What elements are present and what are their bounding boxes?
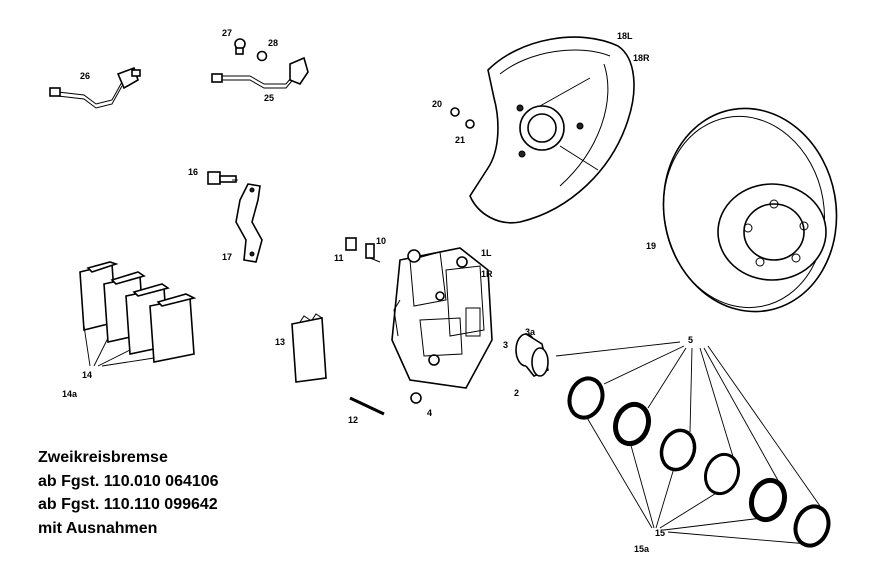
pad-leader-lines [83,325,155,367]
label-25: 25 [264,93,274,103]
label-15a: 15a [634,544,650,554]
label-18R: 18R [633,53,650,63]
label-21: 21 [455,135,465,145]
piston-2 [515,333,549,377]
leader-lines-15 [585,415,809,545]
label-2: 2 [514,388,519,398]
brake-line-26 [49,66,141,109]
label-10: 10 [376,236,386,246]
label-1R: 1R [481,269,493,279]
seal-rings-15 [567,376,831,548]
brake-pads-14 [79,261,197,363]
note-line-3: ab Fgst. 110.110 099642 [38,496,218,513]
caliper-1 [391,247,493,389]
label-14: 14 [82,370,92,380]
label-28: 28 [268,38,278,48]
part-labels: 27 28 26 25 18L 18R 20 21 16 17 19 11 10… [62,28,693,554]
note-line-1: Zweikreisbremse [38,449,168,466]
leader-lines-5 [555,341,821,507]
label-1L: 1L [481,248,492,258]
label-27: 27 [222,28,232,38]
brake-disc-19 [662,107,838,313]
spring-17 [235,183,263,263]
label-11: 11 [334,253,344,263]
label-16: 16 [188,167,198,177]
note-line-4: mit Ausnahmen [38,519,158,537]
label-4: 4 [427,408,432,418]
shim-13 [291,317,327,383]
note-line-2: ab Fgst. 110.010 064106 [38,472,219,490]
label-18L: 18L [617,31,633,41]
label-3: 3 [503,340,508,350]
bolt-20 [450,107,460,117]
label-3a: 3a [525,327,536,337]
pin-12 [349,396,385,416]
label-5: 5 [688,335,693,345]
dust-shield-18 [469,36,635,224]
label-15: 15 [655,528,665,538]
bleeder-11 [345,237,357,251]
applicability-note: Zweikreisbremse ab Fgst. 110.010 064106 … [38,446,219,540]
label-19: 19 [646,241,656,251]
washer-21 [465,119,475,129]
label-20: 20 [432,99,442,109]
label-14a: 14a [62,389,78,399]
label-13: 13 [275,337,285,347]
brake-line-25 [211,38,309,89]
bleeder-10 [365,243,381,263]
label-17: 17 [222,252,232,262]
label-12: 12 [348,415,358,425]
bolt-16 [207,171,237,185]
nut-4 [410,392,422,404]
label-26: 26 [80,71,90,81]
